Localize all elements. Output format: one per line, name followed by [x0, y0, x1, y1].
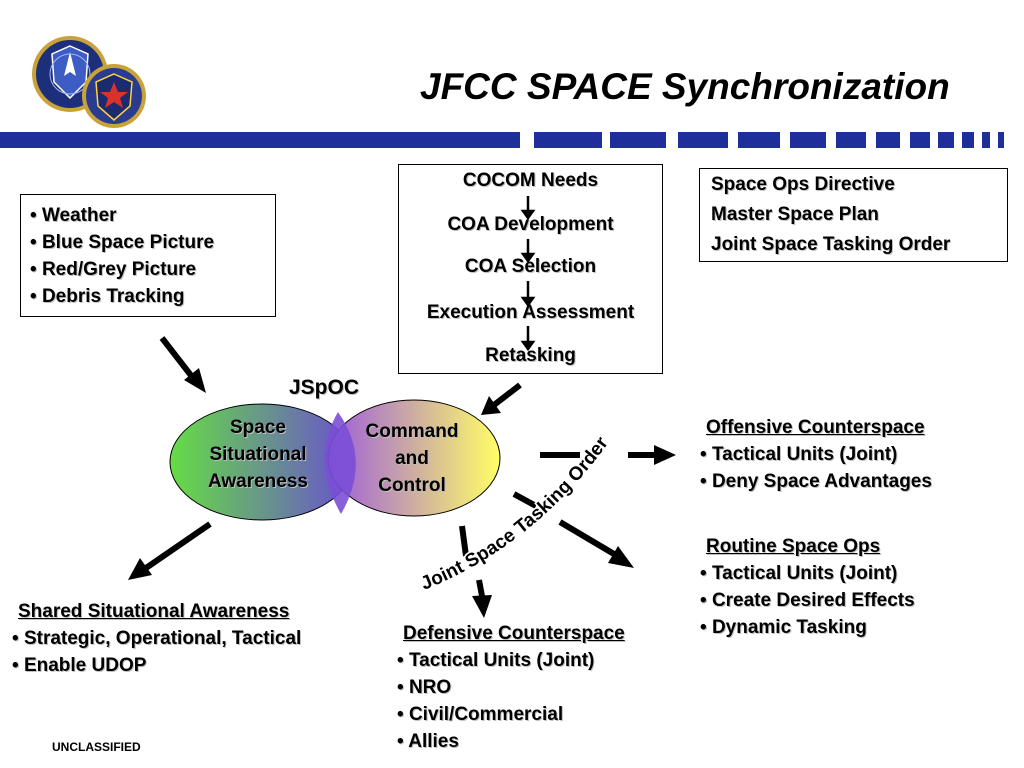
arrow-sa-to-shared — [128, 521, 212, 580]
shared-section: Shared Situational Awareness • Strategic… — [12, 598, 301, 679]
routine-header: Routine Space Ops — [706, 536, 881, 557]
arrow-inputs-to-sa — [159, 336, 206, 393]
logos — [32, 36, 146, 128]
shared-item: • Enable UDOP — [12, 655, 147, 676]
inputs-box: • Weather • Blue Space Picture • Red/Gre… — [20, 194, 276, 317]
sa-circle-text: Space Situational Awareness — [208, 417, 308, 492]
routine-item: • Tactical Units (Joint) — [700, 563, 898, 584]
process-retasking: Retasking — [485, 345, 576, 366]
jspoc-overlap — [324, 412, 356, 514]
offensive-item: • Deny Space Advantages — [700, 471, 932, 492]
defensive-item: • Allies — [397, 731, 459, 752]
jspoc-label: JSpOC — [289, 376, 360, 399]
shared-item: • Strategic, Operational, Tactical — [12, 628, 302, 649]
offensive-item: • Tactical Units (Joint) — [700, 444, 898, 465]
header-bar — [0, 132, 1004, 148]
input-item-weather: • Weather — [30, 205, 117, 226]
product-master-space-plan: Master Space Plan — [711, 204, 879, 225]
shared-header: Shared Situational Awareness — [18, 601, 290, 622]
routine-section: Routine Space Ops • Tactical Units (Join… — [700, 533, 915, 641]
process-cocom-needs: COCOM Needs — [462, 170, 599, 191]
page-title: JFCC SPACE Synchronization — [420, 66, 950, 107]
offensive-header: Offensive Counterspace — [706, 417, 925, 438]
defensive-item: • NRO — [397, 677, 452, 698]
defensive-item: • Civil/Commercial — [397, 704, 564, 725]
14af-logo — [82, 64, 146, 128]
arrow-to-offensive — [540, 445, 676, 465]
arrow-process-to-c2 — [481, 382, 522, 415]
process-execution-assessment: Execution Assessment — [426, 302, 635, 323]
input-item-debris: • Debris Tracking — [30, 286, 185, 307]
c2-circle-text: Command and Control — [365, 421, 459, 496]
product-space-ops-directive: Space Ops Directive — [711, 174, 895, 195]
defensive-section: Defensive Counterspace • Tactical Units … — [397, 620, 625, 755]
arrow-to-defensive — [459, 525, 492, 618]
process-coa-selection: COA Selection — [464, 256, 597, 277]
input-item-red-grey: • Red/Grey Picture — [30, 259, 197, 280]
process-box: COCOM Needs COA Development COA Selectio… — [398, 164, 663, 374]
offensive-section: Offensive Counterspace • Tactical Units … — [700, 414, 932, 495]
process-arrows — [520, 196, 536, 352]
defensive-item: • Tactical Units (Joint) — [397, 650, 595, 671]
products-box: Space Ops Directive Master Space Plan Jo… — [699, 168, 1008, 262]
process-coa-development: COA Development — [447, 214, 614, 235]
defensive-header: Defensive Counterspace — [403, 623, 625, 644]
arrow-to-routine — [512, 491, 634, 568]
classification-footer: UNCLASSIFIED — [52, 740, 141, 754]
routine-item: • Create Desired Effects — [700, 590, 915, 611]
input-item-blue-space: • Blue Space Picture — [30, 232, 215, 253]
product-jsto: Joint Space Tasking Order — [711, 234, 951, 255]
routine-item: • Dynamic Tasking — [700, 617, 867, 638]
